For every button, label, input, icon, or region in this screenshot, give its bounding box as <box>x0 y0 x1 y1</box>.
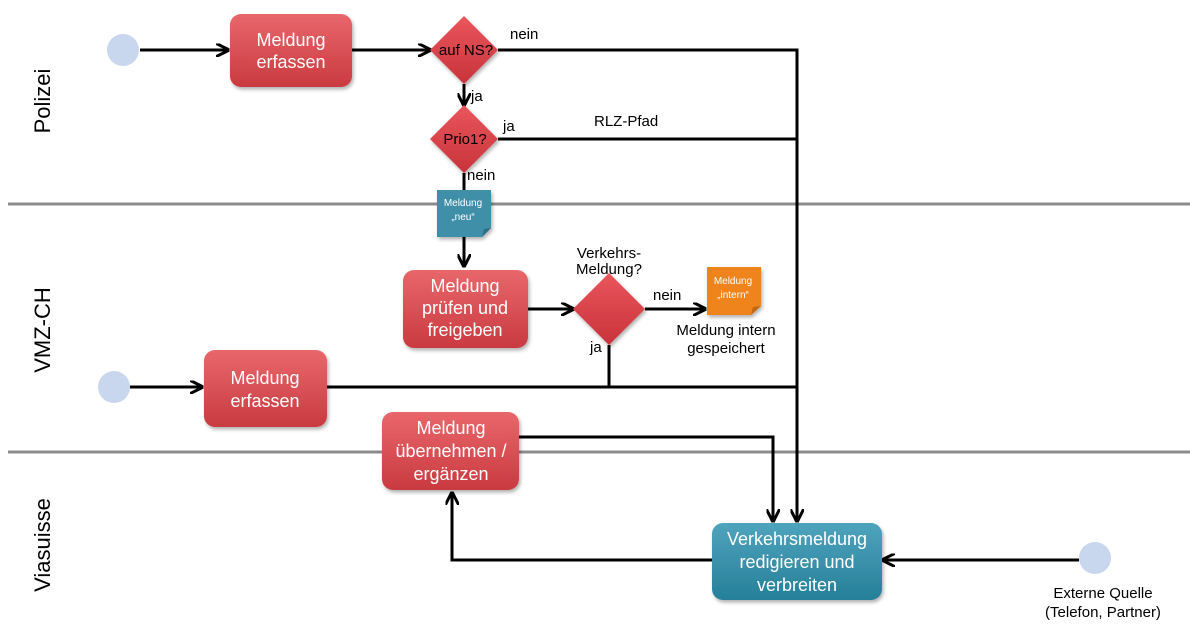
flow-redigieren-uebernehmen <box>452 493 712 562</box>
edge-label-prio-ja: ja <box>502 118 515 135</box>
document-text-line: „intern“ <box>717 290 749 301</box>
gateway-prio1[interactable]: Prio1? <box>430 105 498 173</box>
start-event-polizei <box>107 34 139 66</box>
gateway-auf-ns-label: auf NS? <box>439 42 493 59</box>
gateway-prio1-label: Prio1? <box>443 131 486 148</box>
note-external-source: (Telefon, Partner) <box>1045 604 1161 621</box>
task-text-line: prüfen und <box>422 298 508 318</box>
gateway-verkehrsmeldung[interactable] <box>573 273 645 345</box>
task-polizei-erfassen[interactable]: Meldung erfassen <box>230 14 352 87</box>
document-text-line: Meldung <box>444 198 482 209</box>
flow-uebernehmen-redigieren <box>519 435 773 521</box>
task-vmz-erfassen[interactable]: Meldung erfassen <box>204 350 327 427</box>
task-text-line: erfassen <box>256 52 325 72</box>
note-intern-caption: gespeichert <box>687 340 765 357</box>
edge-label-ns-ja: ja <box>470 88 483 105</box>
sequence-flows <box>130 50 1079 560</box>
edge-label-prio-nein: nein <box>467 167 495 184</box>
document-meldung-neu: Meldung „neu“ <box>437 190 491 237</box>
flow-ns-nein <box>498 48 797 521</box>
lane-label-vmz: VMZ-CH <box>30 287 55 373</box>
task-text-line: Meldung <box>416 418 485 438</box>
gateway-auf-ns[interactable]: auf NS? <box>430 16 498 84</box>
task-text-line: Meldung <box>230 368 299 388</box>
task-via-redigieren[interactable]: Verkehrsmeldung redigieren und verbreite… <box>712 523 882 600</box>
task-text-line: übernehmen / <box>395 441 506 461</box>
task-text-line: ergänzen <box>413 464 488 484</box>
document-text-line: „neu“ <box>451 212 474 223</box>
task-text-line: erfassen <box>230 391 299 411</box>
task-via-uebernehmen[interactable]: Meldung übernehmen / ergänzen <box>382 412 519 490</box>
start-event-external <box>1079 542 1111 574</box>
note-external-source: Externe Quelle <box>1053 585 1152 602</box>
gateway-verkehrsmeldung-label: Meldung? <box>576 261 642 278</box>
note-intern-caption: Meldung intern <box>676 322 775 339</box>
edge-label-rlz-pfad: RLZ-Pfad <box>594 113 658 130</box>
task-vmz-pruefen[interactable]: Meldung prüfen und freigeben <box>403 270 528 348</box>
lane-label-polizei: Polizei <box>30 69 55 134</box>
task-text-line: Verkehrsmeldung <box>727 529 867 549</box>
lane-label-viasuisse: Viasuisse <box>30 498 55 592</box>
document-meldung-intern: Meldung „intern“ <box>707 267 761 315</box>
task-text-line: Meldung <box>430 276 499 296</box>
task-text-line: redigieren und <box>739 552 854 572</box>
edge-label-vm-nein: nein <box>653 287 681 304</box>
gateway-verkehrsmeldung-label: Verkehrs- <box>577 245 641 262</box>
document-text-line: Meldung <box>714 276 752 287</box>
start-event-vmz <box>98 371 130 403</box>
task-text-line: verbreiten <box>757 575 837 595</box>
edge-label-ns-nein: nein <box>510 26 538 43</box>
task-text-line: Meldung <box>256 30 325 50</box>
edge-label-vm-ja: ja <box>589 339 602 356</box>
task-text-line: freigeben <box>427 320 502 340</box>
